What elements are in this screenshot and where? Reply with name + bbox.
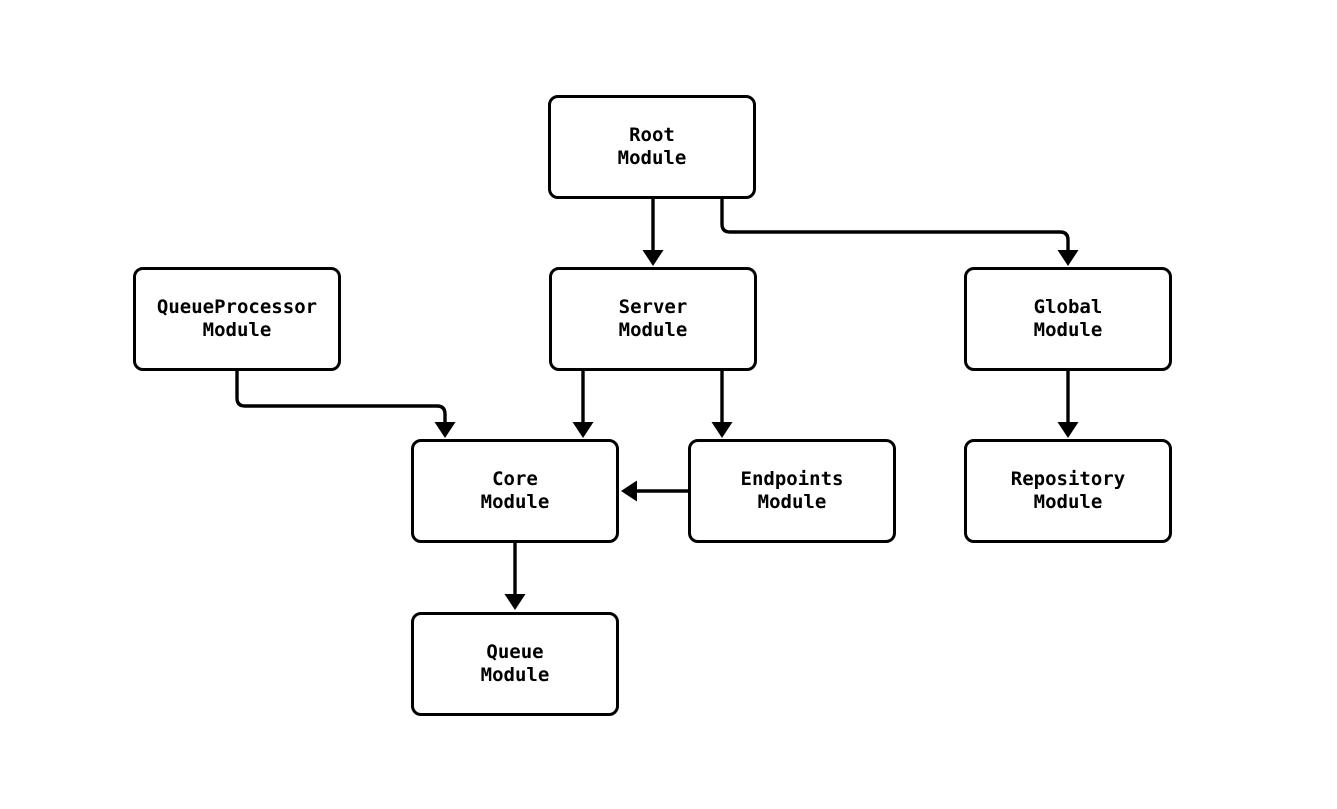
- node-core-module: Core Module: [411, 439, 619, 543]
- edge-root-to-global-arrowhead: [1057, 250, 1079, 266]
- node-root-module: Root Module: [548, 95, 756, 199]
- node-queueprocessor-module: QueueProcessor Module: [133, 267, 341, 371]
- node-global-module-label: Global Module: [1033, 296, 1103, 341]
- edge-global-to-repository-arrowhead: [1057, 422, 1079, 438]
- edge-queueprocessor-to-core-arrowhead: [434, 422, 456, 438]
- node-server-module-label: Server Module: [618, 296, 688, 341]
- node-queueprocessor-module-label: QueueProcessor Module: [156, 296, 318, 341]
- node-repository-module-label: Repository Module: [1010, 468, 1126, 513]
- edge-root-to-server-arrowhead: [642, 250, 664, 266]
- edge-core-to-queue-arrowhead: [504, 594, 526, 610]
- node-queue-module: Queue Module: [411, 612, 619, 716]
- node-core-module-label: Core Module: [480, 468, 550, 513]
- node-endpoints-module: Endpoints Module: [688, 439, 896, 543]
- node-server-module: Server Module: [549, 267, 757, 371]
- edge-queueprocessor-to-core-line: [235, 371, 447, 423]
- edge-server-to-core: [572, 371, 594, 438]
- node-root-module-label: Root Module: [617, 124, 687, 169]
- edge-root-to-global-line: [720, 199, 1070, 251]
- edge-global-to-repository: [1057, 371, 1079, 438]
- node-repository-module: Repository Module: [964, 439, 1172, 543]
- edge-endpoints-to-core-arrowhead: [621, 480, 637, 502]
- node-queue-module-label: Queue Module: [480, 641, 550, 686]
- edge-root-to-global: [720, 199, 1079, 266]
- edge-server-to-core-arrowhead: [572, 422, 594, 438]
- node-endpoints-module-label: Endpoints Module: [740, 468, 844, 513]
- edge-server-to-endpoints: [711, 371, 733, 438]
- edge-server-to-endpoints-arrowhead: [711, 422, 733, 438]
- edge-queueprocessor-to-core: [235, 371, 456, 438]
- edge-core-to-queue: [504, 543, 526, 610]
- edge-root-to-server: [642, 199, 664, 266]
- edge-endpoints-to-core: [621, 480, 688, 502]
- node-global-module: Global Module: [964, 267, 1172, 371]
